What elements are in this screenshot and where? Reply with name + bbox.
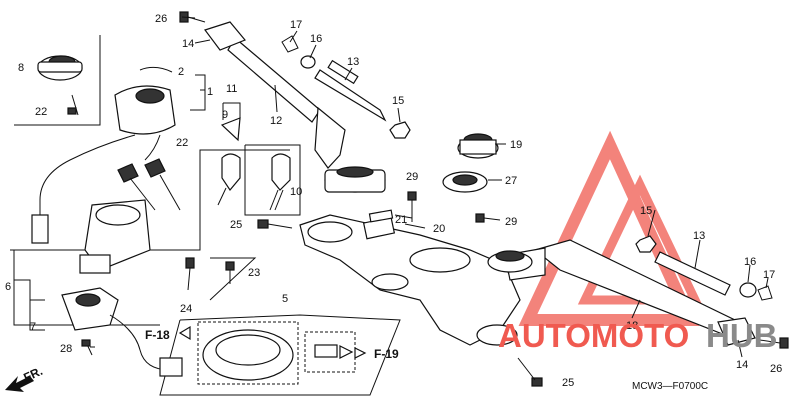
watermark-text-gray: HUB	[706, 317, 778, 354]
ref-f18-arrow	[178, 325, 191, 341]
part-18-right-handlebar	[487, 239, 736, 336]
part-17-clip-b	[757, 285, 773, 301]
callout-13-top: 13	[347, 56, 359, 68]
part-29-bolt-b	[475, 213, 501, 223]
callout-24: 24	[180, 303, 192, 315]
front-arrow	[5, 376, 34, 392]
part-22-screw-a	[67, 94, 79, 116]
part-24-bolt	[185, 257, 195, 291]
part-lock-body	[79, 199, 151, 274]
part-14-bar-end-b	[717, 317, 756, 346]
part-15-nut-b	[635, 235, 657, 253]
callout-1: 1	[207, 86, 213, 98]
part-21-washer	[368, 209, 394, 223]
part-1-ignition-housing	[31, 85, 176, 244]
callout-28: 28	[60, 343, 72, 355]
callout-7: 7	[30, 321, 36, 333]
part-9-key-blank	[217, 117, 241, 206]
watermark-text: AUTOMOTO HUB	[498, 317, 778, 354]
callout-25-right: 25	[562, 377, 574, 389]
part-15-nut-a	[389, 121, 411, 139]
callout-26-top: 26	[155, 13, 167, 25]
callout-26-right: 26	[770, 363, 782, 375]
part-25-bolt-b	[517, 357, 543, 387]
callout-22-mid: 22	[176, 137, 188, 149]
part-5-fuel-cap	[197, 321, 356, 385]
callout-10: 10	[290, 186, 302, 198]
part-26-screw-b	[759, 337, 789, 349]
part-28-screw	[81, 339, 93, 356]
callout-14-right: 14	[736, 359, 748, 371]
ref-f19-arrow	[354, 347, 367, 359]
diagram-code: MCW3—F0700C	[632, 381, 708, 392]
callout-8: 8	[18, 62, 24, 74]
callout-16-top: 16	[310, 33, 322, 45]
callout-29-top: 29	[406, 171, 418, 183]
part-14-bar-end-a	[204, 21, 246, 51]
callout-14-top: 14	[182, 38, 194, 50]
callout-21: 21	[395, 214, 407, 226]
callout-12: 12	[270, 115, 282, 127]
part-13-weight-rod-a	[314, 59, 387, 122]
callout-labels: 26 14 17 16 13 15 12 8 2 1 22 22 11 9 10…	[5, 13, 782, 389]
callout-29-right: 29	[505, 216, 517, 228]
callout-5: 5	[282, 293, 288, 305]
watermark-text-orange: AUTOMOTO	[498, 317, 689, 354]
callout-6: 6	[5, 281, 11, 293]
callout-19: 19	[510, 139, 522, 151]
callout-22-left: 22	[35, 106, 47, 118]
part-27-washer	[442, 171, 488, 193]
part-25-bolt-a	[257, 219, 293, 229]
callout-18: 18	[626, 320, 638, 332]
callout-17-right: 17	[763, 269, 775, 281]
callout-15-top: 15	[392, 95, 404, 107]
part-8-cap	[37, 55, 83, 81]
part-12-left-handlebar	[227, 37, 386, 193]
callout-23: 23	[248, 267, 260, 279]
callout-25-left: 25	[230, 219, 242, 231]
part-10-key	[269, 153, 291, 211]
ref-f19: F-19	[374, 347, 399, 361]
callout-9: 9	[222, 109, 228, 121]
part-13-weight-rod-b	[654, 251, 731, 296]
part-16-collar-a	[300, 55, 316, 69]
callout-2: 2	[178, 66, 184, 78]
front-label: FR.	[21, 364, 44, 385]
callout-17-top: 17	[290, 19, 302, 31]
leader-lines	[90, 16, 769, 358]
part-3-keys	[117, 158, 181, 211]
part-17-clip-a	[281, 35, 299, 53]
part-29-bolt-a	[407, 191, 417, 222]
part-2-clip	[139, 66, 173, 73]
callout-15-right: 15	[640, 205, 652, 217]
part-16-collar-b	[739, 282, 757, 298]
callout-20: 20	[433, 223, 445, 235]
callout-27: 27	[505, 175, 517, 187]
part-7-switch	[61, 287, 183, 377]
callout-16-right: 16	[744, 256, 756, 268]
part-20-upper-bridge	[299, 214, 521, 346]
part-19-nut	[457, 133, 499, 159]
part-23-bolt	[225, 261, 235, 284]
callout-13-right: 13	[693, 230, 705, 242]
ref-f18: F-18	[145, 328, 170, 342]
callout-11: 11	[226, 83, 237, 95]
